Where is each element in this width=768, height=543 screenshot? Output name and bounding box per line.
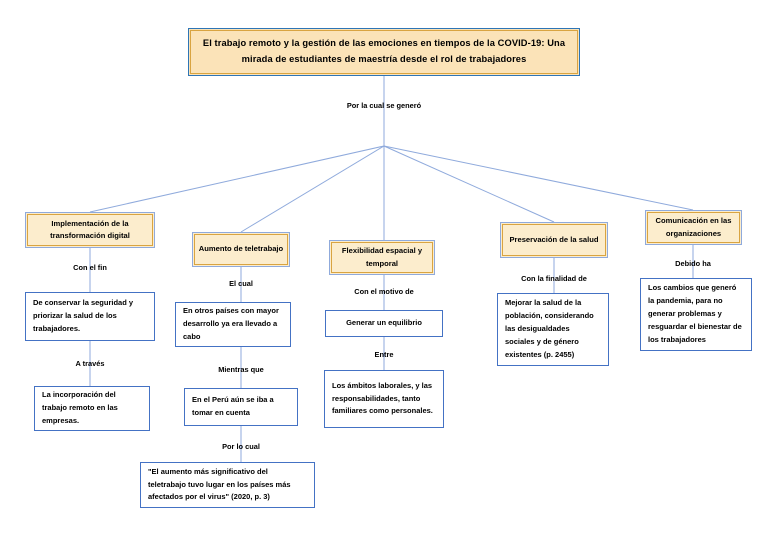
branch-label-flexibilidad: Flexibilidad espacial y temporal — [341, 246, 423, 268]
detail-node-generar-equilibrio[interactable]: Generar un equilibrio — [325, 310, 443, 337]
edge-label-entre: Entre — [374, 350, 394, 359]
detail-text-cambios-pandemia: Los cambios que generó la pandemia, para… — [648, 283, 742, 344]
connector-root-to-comunicacion — [383, 145, 694, 211]
edge-label-a-traves: A través — [75, 359, 105, 368]
detail-node-incorporacion-trabajo-remoto[interactable]: La incorporación del trabajo remoto en l… — [34, 386, 150, 431]
branch-node-comunicacion[interactable]: Comunicación en las organizaciones — [645, 210, 742, 245]
detail-node-mejorar-salud[interactable]: Mejorar la salud de la población, consid… — [497, 293, 609, 366]
detail-text-ambitos-laborales: Los ámbitos laborales, y las responsabil… — [332, 380, 433, 416]
detail-text-cita-aumento: "El aumento más significativo del teletr… — [148, 466, 291, 502]
detail-node-ambitos-laborales[interactable]: Los ámbitos laborales, y las responsabil… — [324, 370, 444, 428]
edge-label-debido-ha: Debido ha — [675, 259, 711, 268]
root-title-node: El trabajo remoto y la gestión de las em… — [188, 28, 580, 76]
detail-text-mejorar-salud: Mejorar la salud de la población, consid… — [505, 298, 594, 359]
edge-label-con-la-finalidad-de: Con la finalidad de — [521, 274, 587, 283]
branch-node-flexibilidad[interactable]: Flexibilidad espacial y temporal — [329, 240, 435, 275]
detail-text-peru-tomar-en-cuenta: En el Perú aún se iba a tomar en cuenta — [192, 395, 274, 417]
edge-label-el-cual: El cual — [229, 279, 253, 288]
detail-text-incorporacion-trabajo-remoto: La incorporación del trabajo remoto en l… — [42, 390, 118, 425]
edge-label-root: Por la cual se generó — [346, 101, 422, 110]
detail-node-cambios-pandemia[interactable]: Los cambios que generó la pandemia, para… — [640, 278, 752, 351]
edge-label-con-el-motivo-de: Con el motivo de — [354, 287, 414, 296]
detail-text-otros-paises: En otros países con mayor desarrollo ya … — [183, 306, 279, 341]
root-title-text: El trabajo remoto y la gestión de las em… — [202, 38, 566, 64]
detail-node-conservar-seguridad[interactable]: De conservar la seguridad y priorizar la… — [25, 292, 155, 341]
branch-label-transformacion-digital: Implementación de la transformación digi… — [50, 218, 130, 240]
connector-root-to-preservacion — [383, 145, 555, 223]
branch-node-transformacion-digital[interactable]: Implementación de la transformación digi… — [25, 212, 155, 248]
detail-node-cita-aumento[interactable]: "El aumento más significativo del teletr… — [140, 462, 315, 508]
branch-node-aumento-teletrabajo[interactable]: Aumento de teletrabajo — [192, 232, 290, 267]
edge-label-con-el-fin: Con el fin — [73, 263, 107, 272]
connector-root-to-aumento — [240, 145, 385, 233]
connector-root-to-transformacion — [89, 145, 385, 213]
branch-label-comunicacion: Comunicación en las organizaciones — [655, 216, 732, 238]
detail-node-otros-paises[interactable]: En otros países con mayor desarrollo ya … — [175, 302, 291, 347]
detail-text-conservar-seguridad: De conservar la seguridad y priorizar la… — [33, 298, 134, 333]
detail-text-generar-equilibrio: Generar un equilibrio — [346, 318, 422, 328]
detail-node-peru-tomar-en-cuenta[interactable]: En el Perú aún se iba a tomar en cuenta — [184, 388, 298, 426]
branch-label-aumento-teletrabajo: Aumento de teletrabajo — [198, 244, 284, 254]
edge-label-mientras-que: Mientras que — [218, 365, 264, 374]
edge-label-por-lo-cual: Por lo cual — [222, 442, 260, 451]
branch-node-preservacion-salud[interactable]: Preservación de la salud — [500, 222, 608, 258]
branch-label-preservacion-salud: Preservación de la salud — [509, 234, 599, 244]
